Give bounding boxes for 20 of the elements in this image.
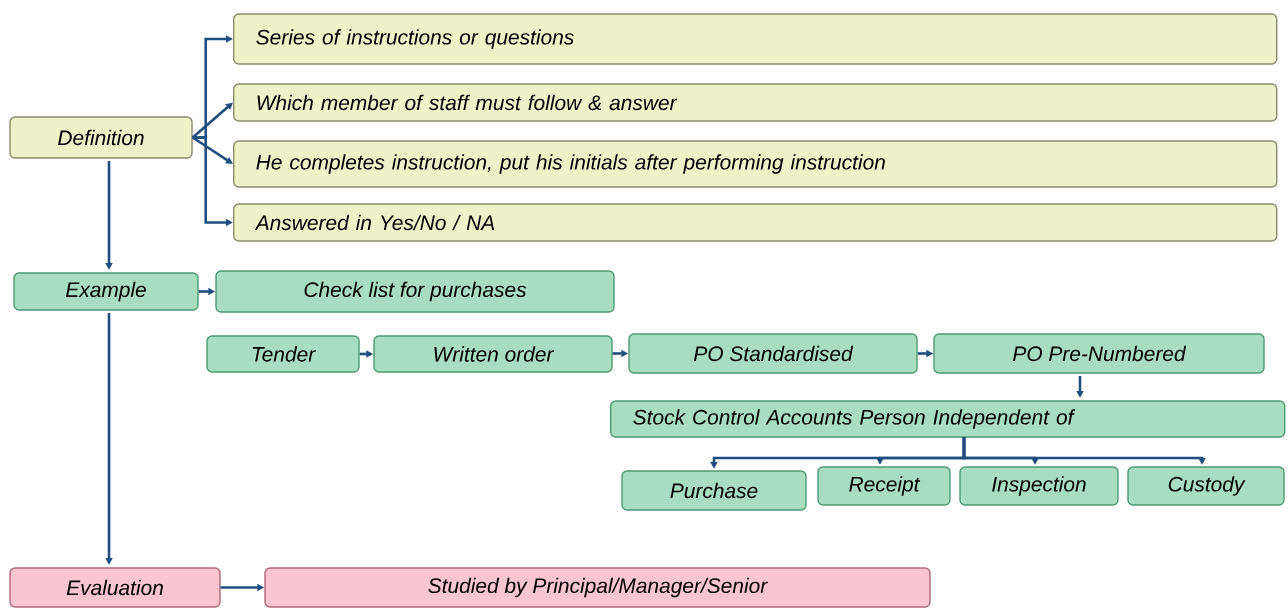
process-box: Inspection (959, 466, 1119, 506)
process-box: Check list for purchases (215, 270, 615, 313)
text-box: Series of instructions or questions (233, 13, 1278, 65)
result-box: Studied by Principal/Manager/Senior (264, 567, 931, 608)
text-box: Answered in Yes/No / NA (233, 203, 1278, 242)
arrow (192, 136, 233, 164)
process-box: PO Standardised (628, 333, 918, 374)
arrow (191, 102, 233, 139)
text-box: Definition (9, 116, 193, 159)
process-box: PO Pre-Numbered (933, 333, 1265, 374)
process-box: Receipt (817, 466, 951, 506)
text-box: Which member of staff must follow & answer (233, 83, 1278, 122)
process-box: Stock Control Accounts Person Independent of (610, 400, 1286, 438)
process-box: Custody (1127, 466, 1285, 506)
process-box: Tender (206, 335, 360, 373)
process-box: Purchase (621, 470, 807, 511)
process-box: Example (13, 272, 199, 311)
result-box: Evaluation (9, 567, 221, 608)
text-box: He completes instruction, put his initials after performing instruction (233, 140, 1278, 188)
process-box: Written order (373, 335, 613, 373)
